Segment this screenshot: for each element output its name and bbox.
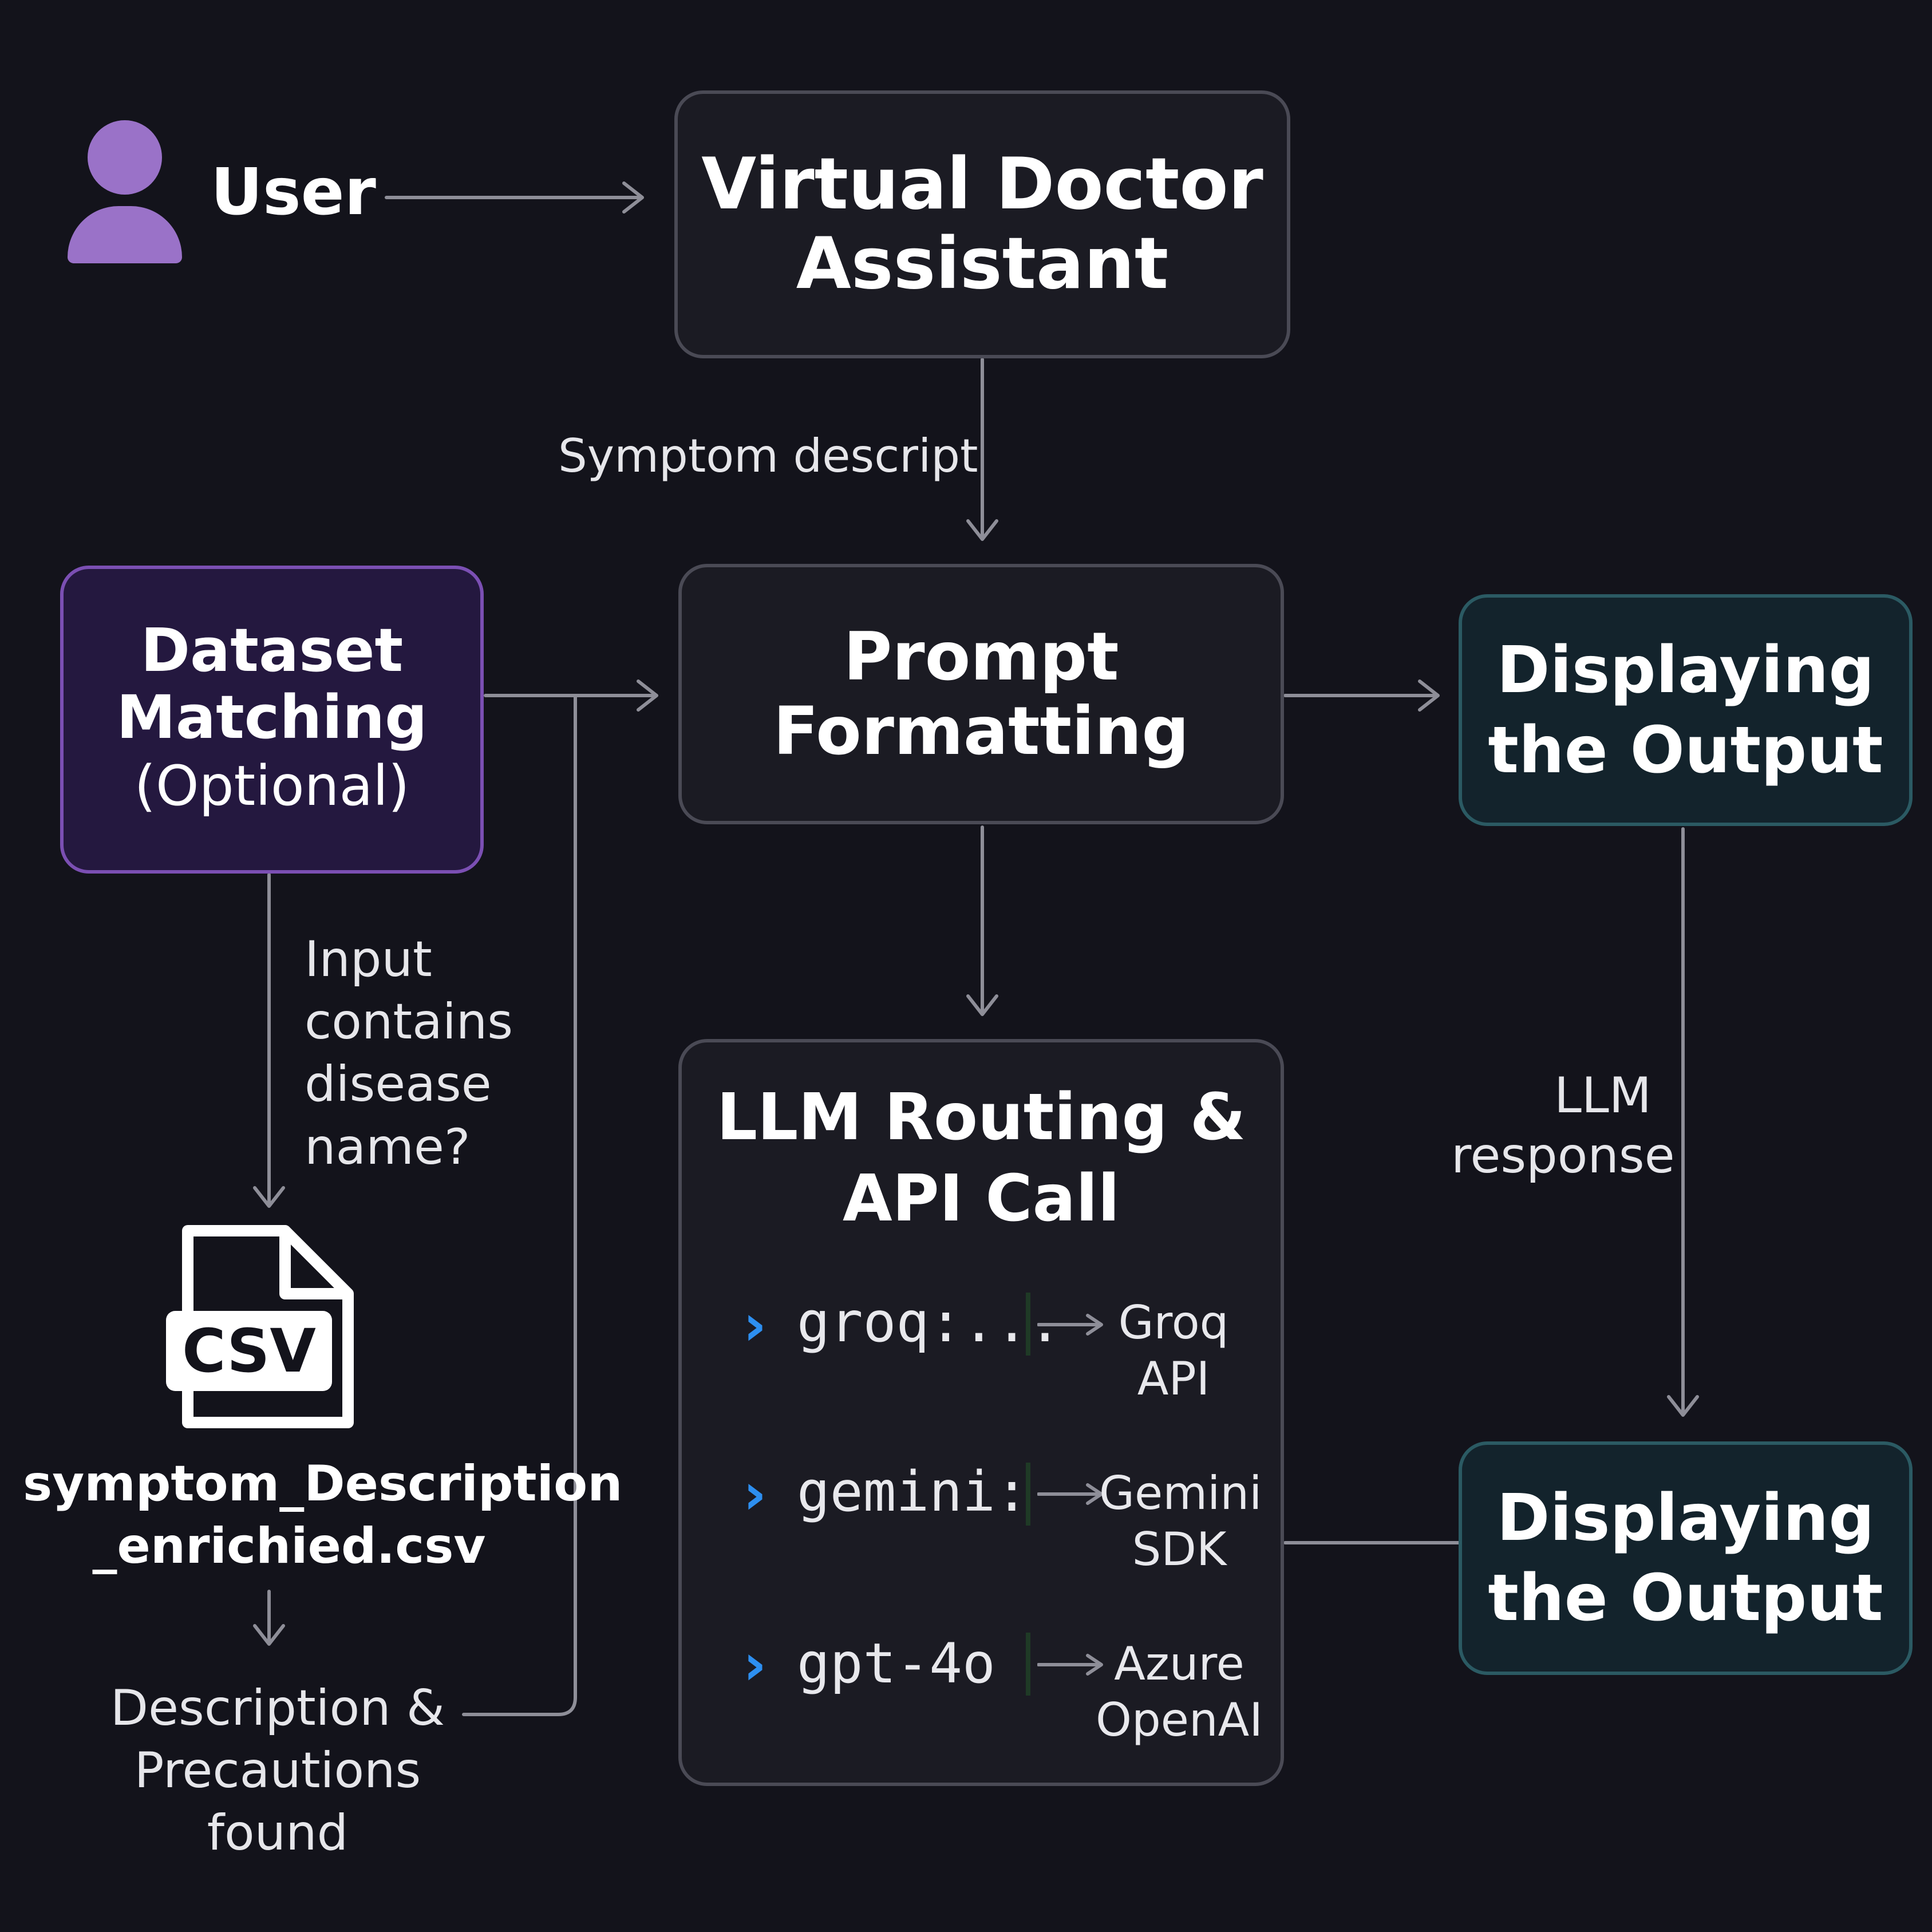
found-label: Description & Precautions found: [63, 1677, 492, 1865]
node-title-line1: LLM Routing &: [716, 1080, 1246, 1155]
node-title-line1: Virtual Doctor: [701, 143, 1263, 226]
node-subtitle: (Optional): [134, 754, 410, 819]
arrow-right-icon: [1037, 1314, 1103, 1336]
label-line: response: [1451, 1127, 1675, 1184]
node-title-line1: Prompt: [843, 618, 1119, 696]
arrowhead: [622, 181, 644, 214]
user-label: User: [211, 155, 376, 230]
node-title-line2: the Output: [1488, 1561, 1883, 1635]
route-target: Gemini SDK: [1099, 1465, 1262, 1577]
label-line: Input: [305, 931, 432, 988]
chevron-right-icon: ›: [743, 1460, 767, 1527]
label-line: Precautions: [134, 1742, 421, 1800]
target-line: Azure: [1114, 1637, 1244, 1690]
display-output-node-top: Displaying the Output: [1459, 594, 1913, 826]
node-title-line1: Displaying: [1496, 633, 1875, 708]
csv-badge: CSV: [182, 1316, 316, 1386]
virtual-doctor-assistant-node: Virtual Doctor Assistant: [674, 90, 1290, 358]
edge-label-symptom: Symptom descript: [558, 429, 978, 483]
route-divider: [1026, 1633, 1030, 1696]
route-model: groq:...: [797, 1290, 1062, 1354]
node-title-line1: Displaying: [1496, 1481, 1875, 1555]
node-title-line2: API Call: [843, 1161, 1120, 1236]
route-model: gpt-4o: [797, 1631, 995, 1696]
target-line: API: [1137, 1352, 1210, 1405]
route-divider: [1026, 1463, 1030, 1526]
arrowhead: [253, 1186, 285, 1208]
target-line: OpenAI: [1096, 1693, 1263, 1747]
arrowhead: [1418, 679, 1440, 712]
chevron-right-icon: ›: [743, 1291, 767, 1358]
chevron-right-icon: ›: [743, 1631, 767, 1698]
node-title-line2: Assistant: [796, 223, 1169, 305]
display-output-node-bottom: Displaying the Output: [1459, 1441, 1913, 1675]
route-model: gemini:: [797, 1460, 1029, 1524]
connector-found-to-prompt: [462, 694, 577, 1716]
edge-label-input-check: Input contains disease name?: [305, 929, 513, 1179]
route-target: Groq API: [1105, 1295, 1242, 1406]
arrow-right-icon: [1037, 1483, 1103, 1505]
llm-routing-node: LLM Routing & API Call: [678, 1039, 1284, 1786]
label-line: contains: [305, 993, 513, 1051]
arrowhead: [637, 679, 658, 712]
prompt-formatting-node: Prompt Formatting: [678, 564, 1284, 824]
user-icon: [68, 120, 182, 263]
node-title-line2: the Output: [1488, 713, 1883, 788]
node-title-line2: Formatting: [773, 692, 1190, 770]
target-line: Groq: [1118, 1296, 1229, 1349]
route-target: Azure OpenAI: [1093, 1636, 1265, 1748]
node-title-line2: Matching: [116, 682, 428, 752]
filename-line: symptom_Description: [23, 1455, 623, 1512]
arrowhead: [1667, 1395, 1699, 1417]
label-line: Description &: [110, 1680, 445, 1737]
route-divider: [1026, 1293, 1030, 1356]
edge-label-llm-response: LLM response: [1451, 1066, 1675, 1186]
csv-file-icon: CSV: [165, 1225, 359, 1431]
arrowhead: [253, 1624, 285, 1646]
label-line: disease: [305, 1056, 492, 1113]
arrowhead: [966, 994, 998, 1016]
node-title-line1: Dataset: [140, 615, 404, 686]
target-line: Gemini: [1099, 1467, 1262, 1520]
label-line: name?: [305, 1118, 471, 1176]
arrow-right-icon: [1037, 1654, 1103, 1676]
label-line: found: [207, 1804, 349, 1862]
label-line: LLM: [1554, 1067, 1652, 1124]
arrowhead: [966, 519, 998, 541]
target-line: SDK: [1132, 1522, 1227, 1576]
dataset-matching-node: Dataset Matching (Optional): [60, 566, 484, 874]
filename-line: _enrichied.csv: [92, 1518, 486, 1575]
csv-filename: symptom_Description _enrichied.csv: [23, 1453, 623, 1578]
